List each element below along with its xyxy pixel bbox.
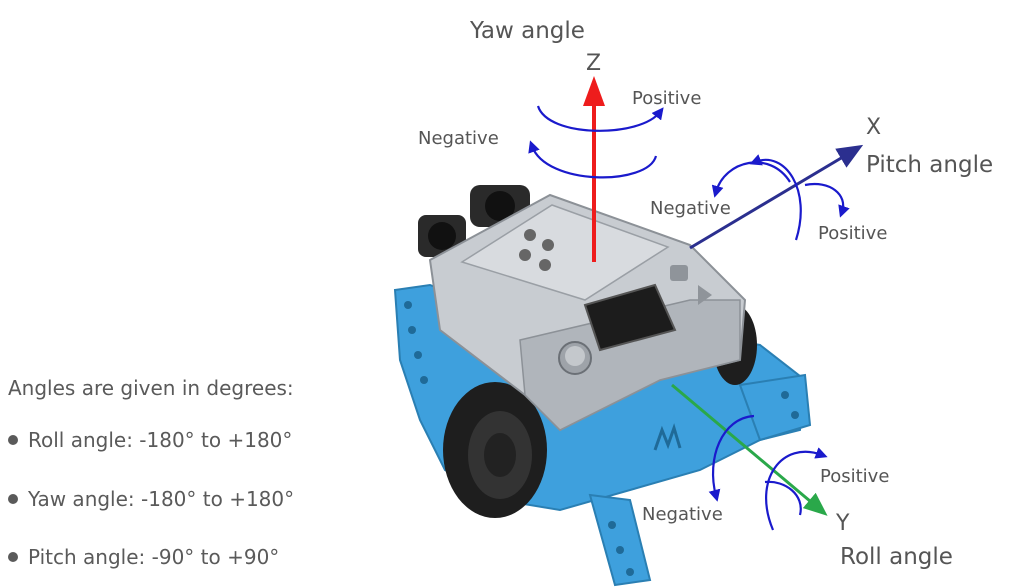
yaw-negative-label: Negative (418, 128, 499, 149)
pitch-positive-label: Positive (818, 223, 887, 244)
roll-rotation-arrows (708, 414, 828, 531)
legend-item-pitch: Pitch angle: -90° to +90° (8, 545, 279, 569)
bullet-icon (8, 552, 18, 562)
z-axis-label: Z (586, 51, 601, 76)
mbot-robot-icon (393, 185, 812, 587)
legend-item-yaw: Yaw angle: -180° to +180° (8, 487, 294, 511)
y-axis-label: Y (835, 511, 850, 536)
y-axis-arrow (671, 383, 828, 516)
yaw-rotation-arrows (528, 105, 664, 179)
z-axis-arrowhead (583, 76, 605, 106)
pitch-negative-label: Negative (650, 198, 731, 219)
legend-item-label: Yaw angle: -180° to +180° (28, 487, 295, 511)
legend-item-label: Pitch angle: -90° to +90° (28, 545, 280, 569)
bullet-icon (8, 494, 18, 504)
yaw-angle-label: Yaw angle (469, 18, 585, 44)
roll-positive-label: Positive (820, 466, 889, 487)
x-axis-label: X (866, 115, 881, 140)
legend-item-label: Roll angle: -180° to +180° (28, 428, 293, 452)
pitch-angle-label: Pitch angle (866, 152, 993, 178)
legend-item-roll: Roll angle: -180° to +180° (8, 428, 292, 452)
roll-angle-label: Roll angle (840, 544, 953, 570)
yaw-positive-label: Positive (632, 88, 701, 109)
pitch-rotation-arrows (711, 154, 850, 241)
roll-negative-label: Negative (642, 504, 723, 525)
bullet-icon (8, 435, 18, 445)
angles-intro-text: Angles are given in degrees: (8, 376, 294, 400)
x-axis-arrow (689, 144, 864, 250)
